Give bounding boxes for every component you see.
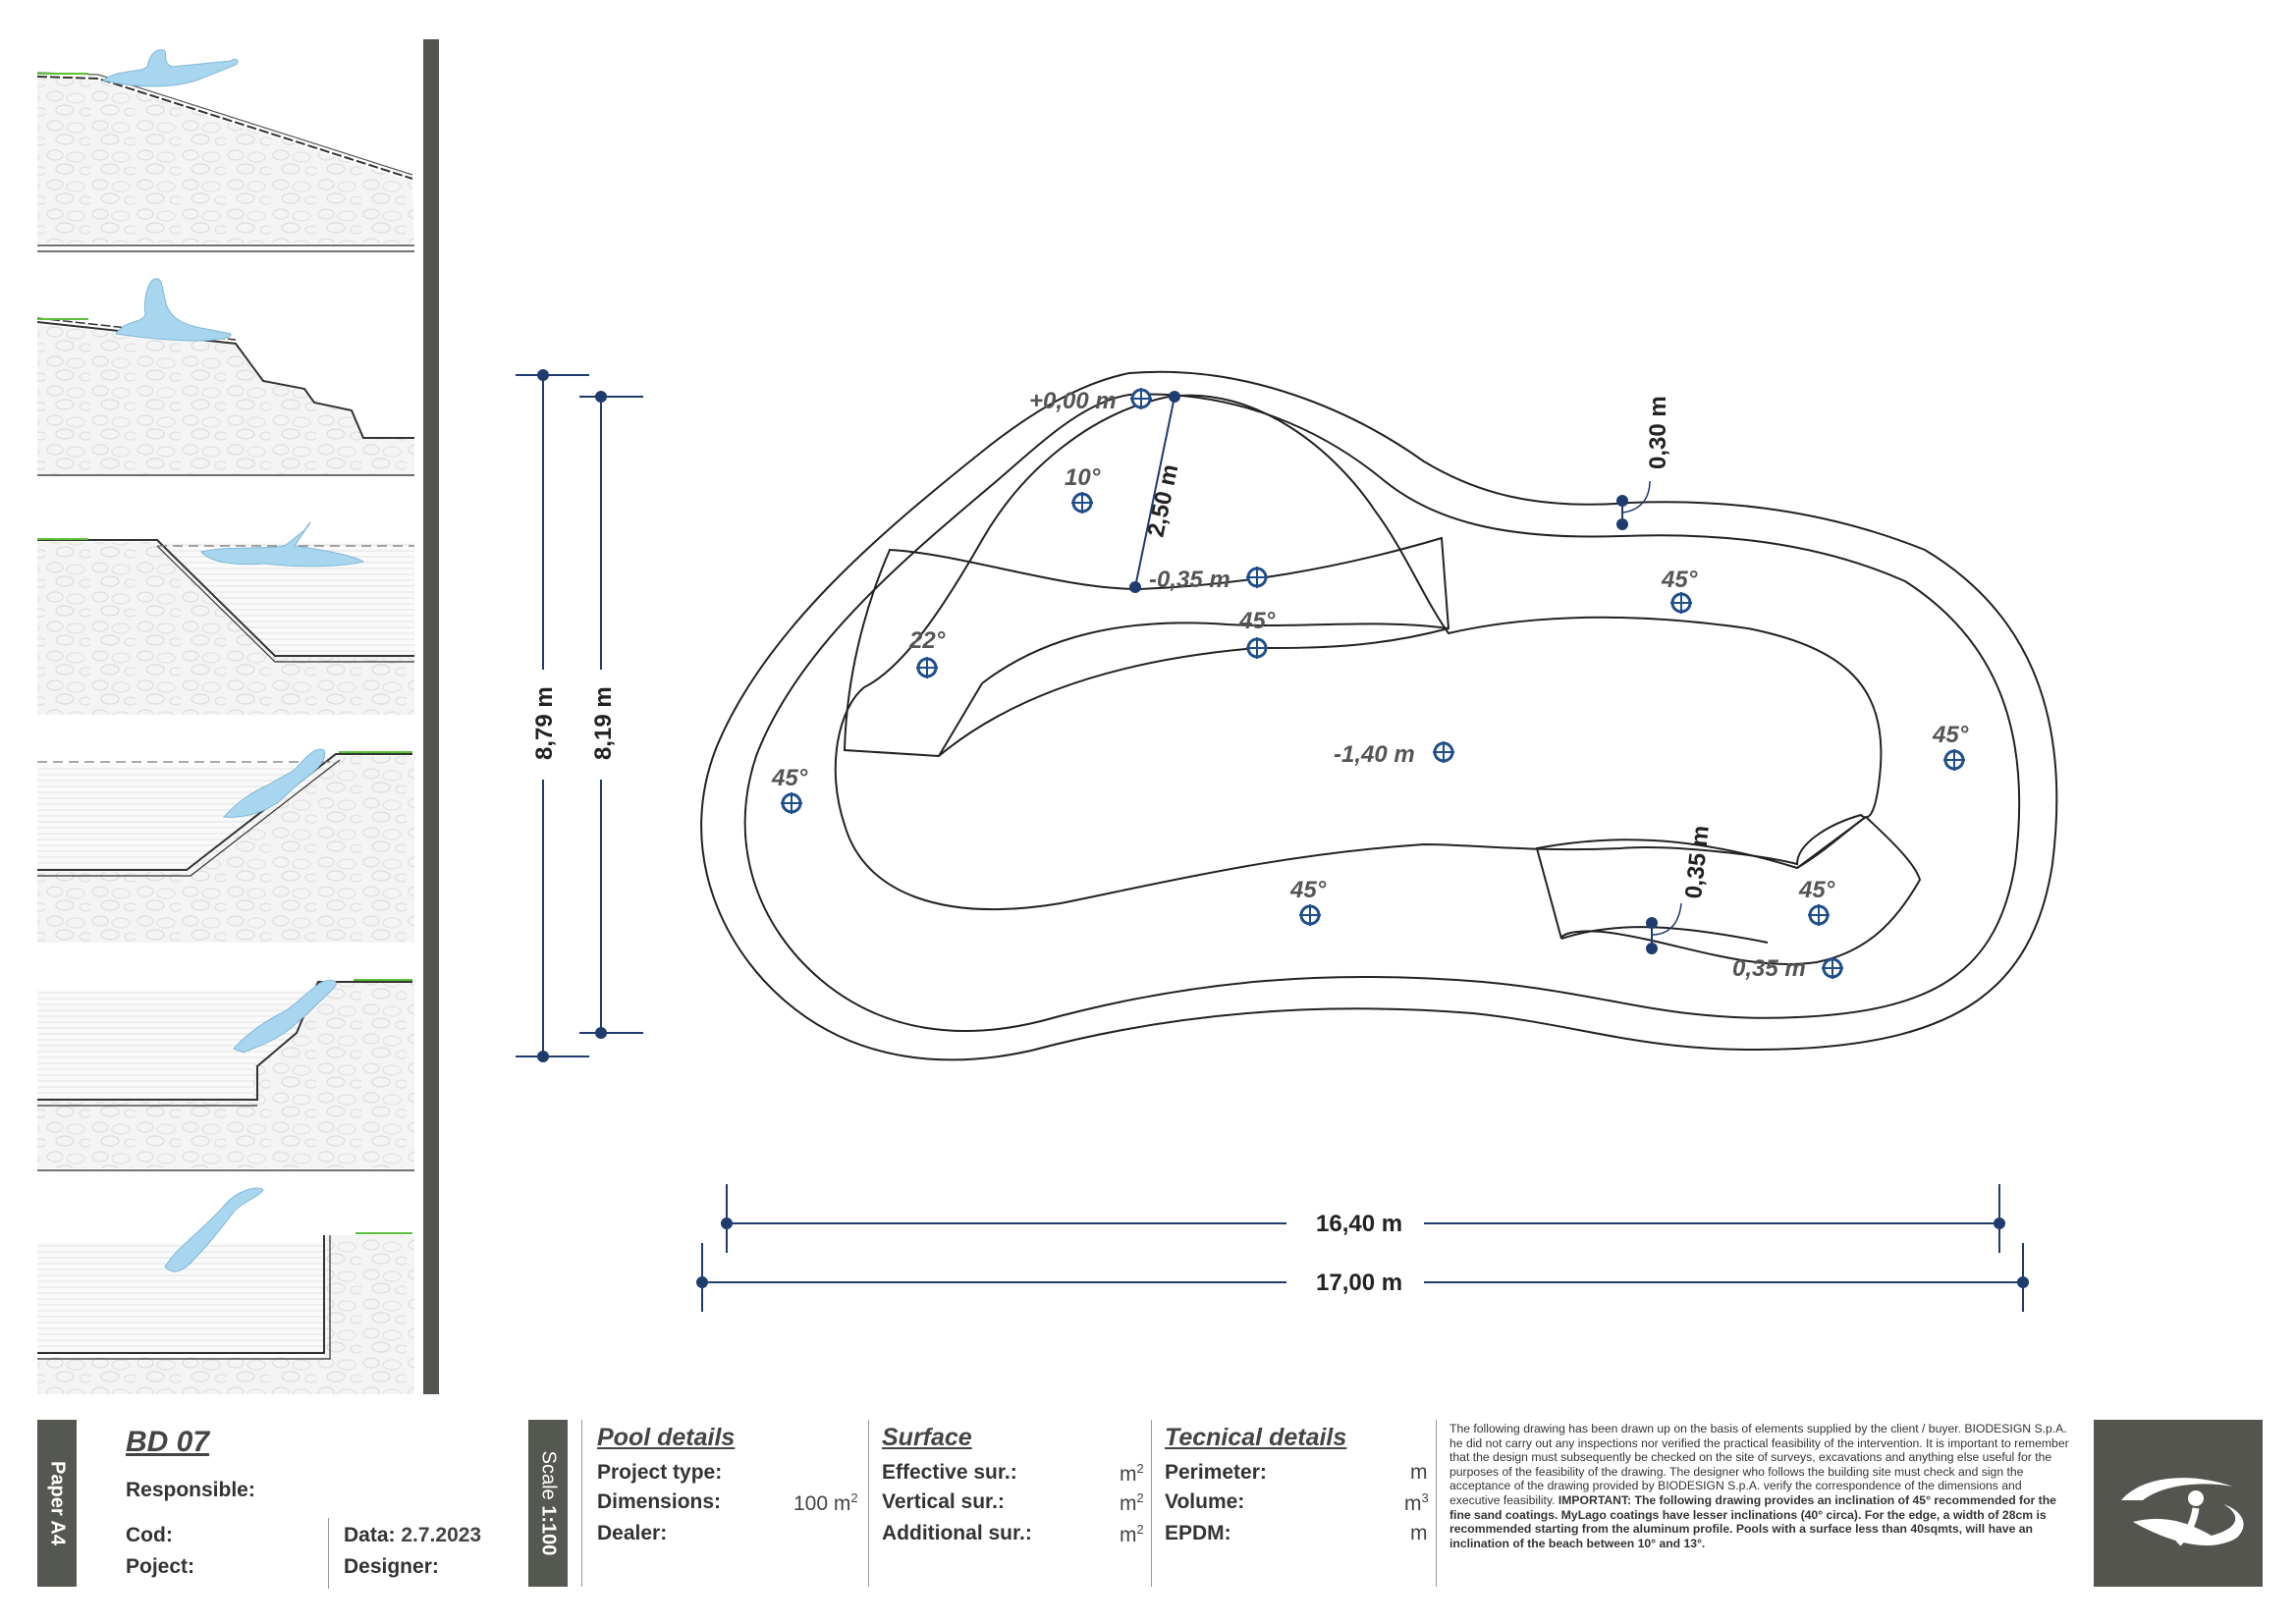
- important-note: IMPORTANT: The following drawing provide…: [1449, 1492, 2056, 1550]
- disclaimer-note: The following drawing has been drawn up …: [1449, 1422, 2074, 1550]
- designer-label: Designer:: [344, 1555, 439, 1578]
- pool-inner-edge: [743, 393, 2021, 1032]
- section-panel-beach: [36, 39, 414, 265]
- label-angle-45-e: 45°: [1289, 877, 1327, 903]
- section-panel-inverse: [37, 725, 414, 950]
- label-angle-10: 10°: [1065, 464, 1101, 491]
- epdm-unit: m: [1410, 1522, 1428, 1544]
- pool-details-heading: Pool details: [597, 1424, 736, 1451]
- pool-outer-edge: [700, 370, 2058, 1061]
- dim-height-inner: 8,19 m: [590, 686, 617, 760]
- swimmer-icon: [200, 521, 365, 568]
- crosshair-marker-icon: [781, 792, 802, 814]
- pool-labels: +0,00 m 10° -0,35 m 45° 22° 45° -1,40 m …: [526, 388, 1969, 1298]
- pool-shelf-platform: [1535, 815, 1922, 966]
- label-angle-45-b: 45°: [1661, 567, 1698, 593]
- date-label: Data: 2.7.2023: [344, 1524, 482, 1546]
- label-dim-035: 0,35 m: [1680, 824, 1715, 899]
- label-angle-22: 22°: [908, 627, 946, 654]
- crosshair-marker-icon: [1822, 957, 1843, 979]
- responsible-label: Responsible:: [126, 1479, 255, 1501]
- vertical-surface-label: Vertical sur.:: [882, 1490, 1005, 1513]
- dimensions-value: 100 m2: [793, 1490, 858, 1515]
- label-dim-030: 0,30 m: [1645, 396, 1671, 469]
- label-dim-250: 2,50 m: [1142, 462, 1183, 540]
- logo-mark-icon: [2121, 1478, 2244, 1546]
- crosshair-marker-icon: [1670, 592, 1692, 614]
- additional-surface-unit: m2: [1120, 1522, 1144, 1546]
- crosshair-marker-icon: [1808, 904, 1830, 926]
- crosshair-marker-icon: [1299, 904, 1321, 926]
- label-elev-shelf: 0,35 m: [1732, 955, 1806, 982]
- label-angle-45-d: 45°: [771, 765, 808, 791]
- section-panel-wall: [37, 1187, 414, 1394]
- label-elev-step: -0,35 m: [1149, 567, 1230, 593]
- volume-unit: m3: [1404, 1490, 1429, 1515]
- swimmer-icon: [115, 278, 232, 342]
- cod-label: Cod:: [126, 1524, 173, 1546]
- dim-width-inner: 16,40 m: [1316, 1211, 1402, 1237]
- section-separator-bar: [423, 39, 439, 1394]
- project-label: Poject:: [126, 1555, 195, 1578]
- elevation-markers: [781, 388, 1965, 979]
- pool-deep-zone: [834, 394, 1883, 910]
- dealer-label: Dealer:: [597, 1522, 668, 1544]
- label-angle-45-c: 45°: [1932, 722, 1969, 748]
- crosshair-marker-icon: [1433, 741, 1454, 763]
- date-value: 2.7.2023: [401, 1524, 482, 1546]
- epdm-label: EPDM:: [1165, 1522, 1231, 1544]
- scale-bar: Scale 1:100: [528, 1420, 568, 1587]
- section-panel-steps: [36, 253, 414, 479]
- volume-label: Volume:: [1165, 1490, 1245, 1513]
- label-elev-top: +0,00 m: [1029, 388, 1117, 414]
- surface-heading: Surface: [882, 1424, 972, 1451]
- pool-step-platform: [843, 536, 1450, 758]
- effective-surface-unit: m2: [1120, 1461, 1144, 1486]
- label-angle-45-a: 45°: [1238, 608, 1276, 634]
- swimmer-icon: [233, 979, 337, 1054]
- section-panel-ledge: [37, 960, 414, 1186]
- crosshair-marker-icon: [916, 657, 938, 678]
- dimension-lines: [516, 369, 2029, 1312]
- section-panel-45deg: [37, 489, 414, 715]
- swimmer-icon: [101, 49, 239, 87]
- perimeter-label: Perimeter:: [1165, 1461, 1267, 1484]
- dim-height-outer: 8,79 m: [531, 686, 558, 760]
- company-logo: [2094, 1420, 2263, 1587]
- label-elev-bottom: -1,40 m: [1334, 741, 1415, 768]
- perimeter-unit: m: [1410, 1461, 1428, 1484]
- paper-size-bar: Paper A4: [37, 1420, 77, 1587]
- label-angle-45-f: 45°: [1798, 877, 1835, 903]
- additional-surface-label: Additional sur.:: [882, 1522, 1032, 1544]
- drawing-code: BD 07: [126, 1426, 210, 1458]
- effective-surface-label: Effective sur.:: [882, 1461, 1017, 1484]
- crosshair-marker-icon: [1246, 637, 1268, 659]
- technical-heading: Tecnical details: [1165, 1424, 1347, 1451]
- disclaimer-text: The following drawing has been drawn up …: [1449, 1422, 2069, 1507]
- paper-size-label: Paper A4: [46, 1461, 69, 1545]
- pool-plan: [700, 370, 2058, 1061]
- swimmer-icon: [222, 748, 326, 818]
- dim-width-outer: 17,00 m: [1316, 1270, 1402, 1296]
- dimensions-label: Dimensions:: [597, 1490, 722, 1513]
- crosshair-marker-icon: [1130, 388, 1152, 409]
- crosshair-marker-icon: [1943, 749, 1965, 771]
- title-block-divider: [328, 1518, 329, 1589]
- project-type-label: Project type:: [597, 1461, 723, 1484]
- crosshair-marker-icon: [1246, 567, 1268, 588]
- vertical-surface-unit: m2: [1120, 1490, 1144, 1515]
- scale-label: Scale: [537, 1450, 560, 1500]
- swimmer-icon: [164, 1187, 264, 1272]
- scale-value: 1:100: [537, 1505, 560, 1556]
- crosshair-marker-icon: [1071, 492, 1093, 514]
